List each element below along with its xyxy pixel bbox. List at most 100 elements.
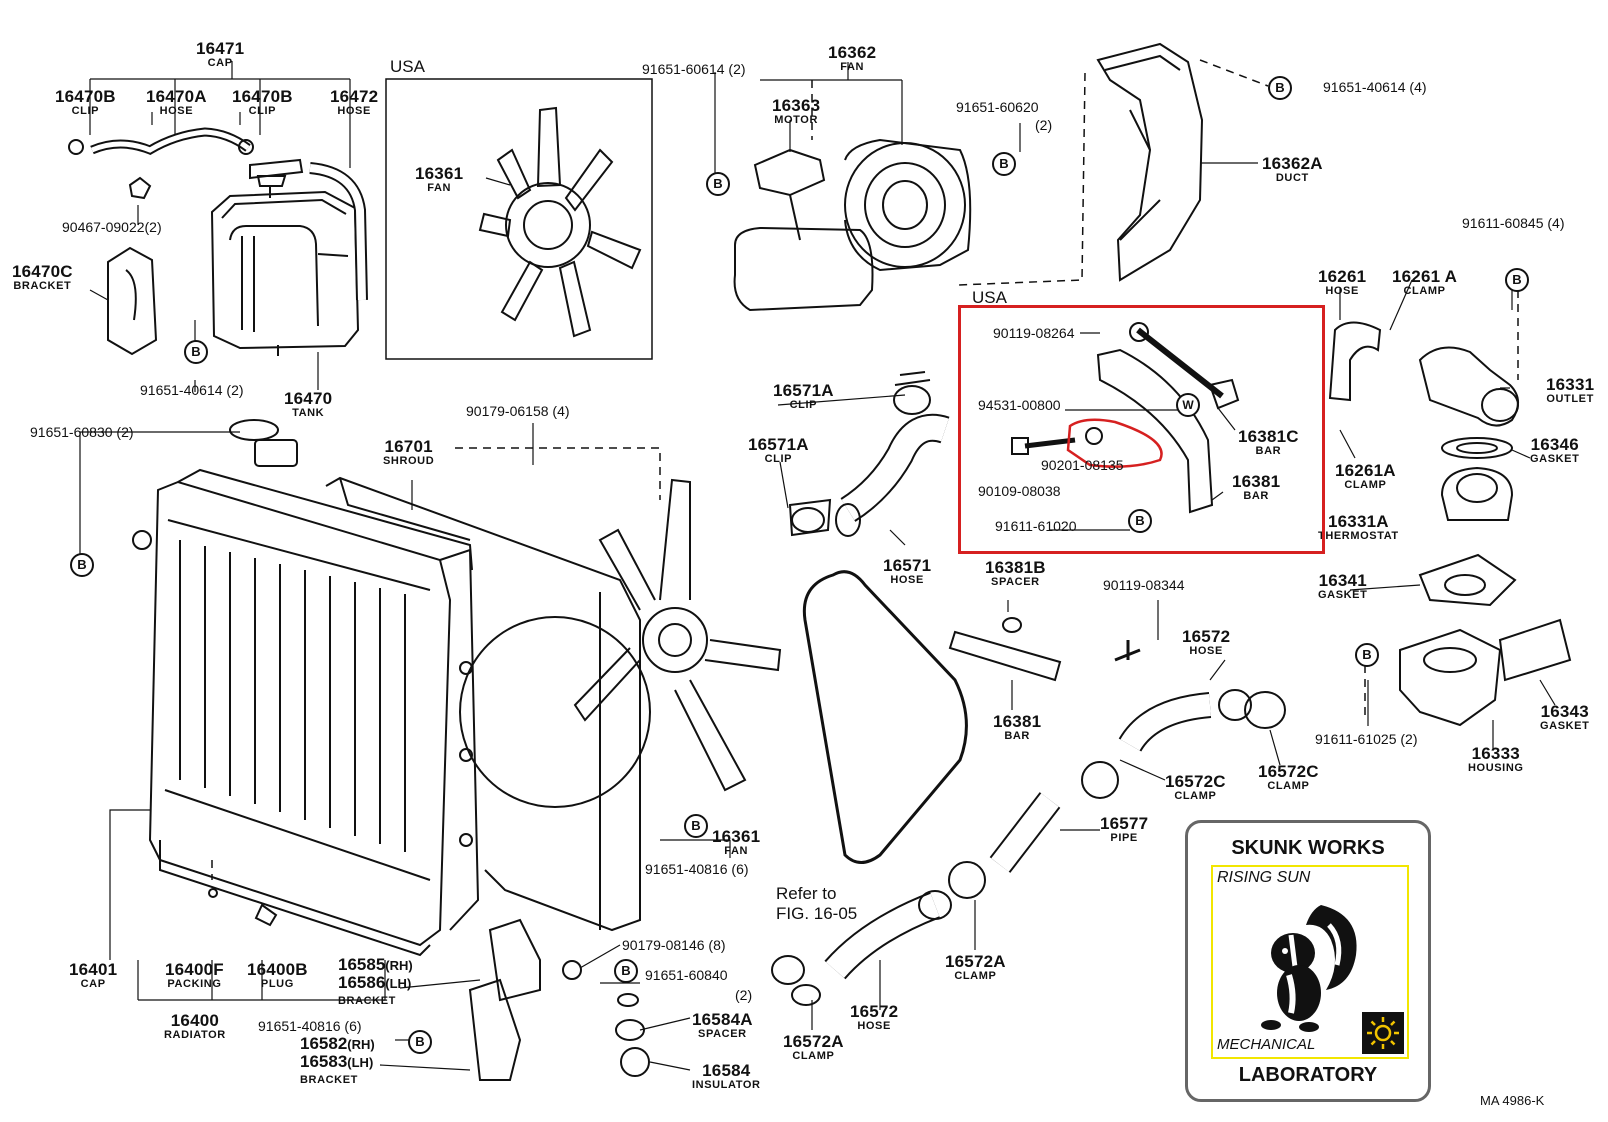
thermostat-assembly-drawing <box>1328 321 1572 727</box>
part-number: 16572 <box>850 1002 899 1021</box>
part-number: 16381C <box>1238 427 1299 446</box>
part-description: GASKET <box>1530 453 1580 465</box>
part-description: OUTLET <box>1546 393 1594 405</box>
v-belt-drawing <box>802 570 968 864</box>
part-description: FAN <box>840 61 865 73</box>
b-badge: B <box>1355 643 1379 667</box>
skunk-icon <box>1261 905 1357 1032</box>
part-number: 16577 <box>1100 814 1149 833</box>
tank-bracket-drawing <box>107 246 158 356</box>
b-badge: B <box>684 814 708 838</box>
part-number: 16346 <box>1530 435 1579 454</box>
part-number: 16470B <box>55 87 116 106</box>
part-number-91651-40816-a: 91651-40816 (6) <box>645 861 749 877</box>
part-description: BAR <box>1004 730 1030 742</box>
part-description: INSULATOR <box>692 1079 761 1091</box>
part-description: RADIATOR <box>164 1029 226 1041</box>
part-number: 16261A <box>1335 461 1396 480</box>
part-description: BRACKET <box>13 280 72 292</box>
b-badge: B <box>992 152 1016 176</box>
electric-fan-drawing <box>733 138 972 312</box>
part-description: HOSE <box>159 105 194 117</box>
part-number: 16584A <box>692 1010 753 1029</box>
part-number: 16400B <box>247 960 308 979</box>
part-number-91651-60830: 91651-60830 (2) <box>30 424 134 440</box>
part-number-90119-08344: 90119-08344 <box>1103 577 1185 593</box>
usa-bar-inset-label: USA <box>972 288 1007 307</box>
part-number: 16470B <box>232 87 293 106</box>
radiator-mount-drawing <box>208 888 650 1081</box>
part-number-91651-40614-4: 91651-40614 (4) <box>1323 79 1427 95</box>
part-description: CLAMP <box>792 1050 835 1062</box>
bracket-sub: BRACKET <box>338 995 396 1007</box>
part-number: 16470 <box>284 389 333 408</box>
part-description: CLIP <box>248 105 277 117</box>
part-number-91651-60840: 91651-60840 <box>645 967 728 983</box>
part-number: 16361 <box>415 164 464 183</box>
b-badge: B <box>706 172 730 196</box>
part-description: HOSE <box>1189 645 1223 657</box>
usa-fan-inset-frame <box>385 78 653 360</box>
part-description: CLAMP <box>1267 780 1310 792</box>
part-number: 16400 <box>170 1011 220 1030</box>
part-description: TANK <box>292 407 325 419</box>
upper-hose-drawing <box>788 371 950 537</box>
bracket-lh-tag: (LH) <box>347 1055 374 1070</box>
bracket-label-16585-16586: 16585(RH) 16586(LH) BRACKET <box>338 956 413 1008</box>
part-number-91651-60620-qty: (2) <box>1035 117 1053 133</box>
part-number-91611-61020: 91611-61020 <box>995 518 1077 534</box>
figure-code: MA 4986-K <box>1480 1093 1545 1108</box>
usa-fan-inset-label: USA <box>390 57 425 76</box>
part-description: FAN <box>427 182 452 194</box>
part-number-91651-60614: 91651-60614 (2) <box>642 61 746 77</box>
logo-mechanical: MECHANICAL <box>1217 1036 1316 1053</box>
part-description: BAR <box>1243 490 1269 502</box>
overflow-tank-drawing <box>210 158 360 356</box>
b-badge: B <box>614 959 638 983</box>
part-description: CLIP <box>71 105 100 117</box>
part-description: SPACER <box>991 576 1040 588</box>
part-number: 16343 <box>1540 702 1589 721</box>
part-description: GASKET <box>1318 589 1368 601</box>
part-number-91651-40816-b: 91651-40816 (6) <box>258 1018 362 1034</box>
part-description: HOSE <box>857 1020 891 1032</box>
b-badge: B <box>408 1030 432 1054</box>
b-badge: B <box>1268 76 1292 100</box>
skunk-works-logo: SKUNK WORKS RISING SUN MECHANICAL LABORA… <box>1185 820 1431 1102</box>
b-badge: B <box>184 340 208 364</box>
bracket-lh-tag: (LH) <box>385 976 412 991</box>
part-number: 16381 <box>993 712 1042 731</box>
b-badge: B <box>70 553 94 577</box>
bracket-rh-tag: (RH) <box>385 958 413 973</box>
part-description: CLAMP <box>1403 285 1446 297</box>
part-description: CAP <box>80 978 106 990</box>
logo-inner-frame: RISING SUN MECHANICAL <box>1211 865 1409 1059</box>
